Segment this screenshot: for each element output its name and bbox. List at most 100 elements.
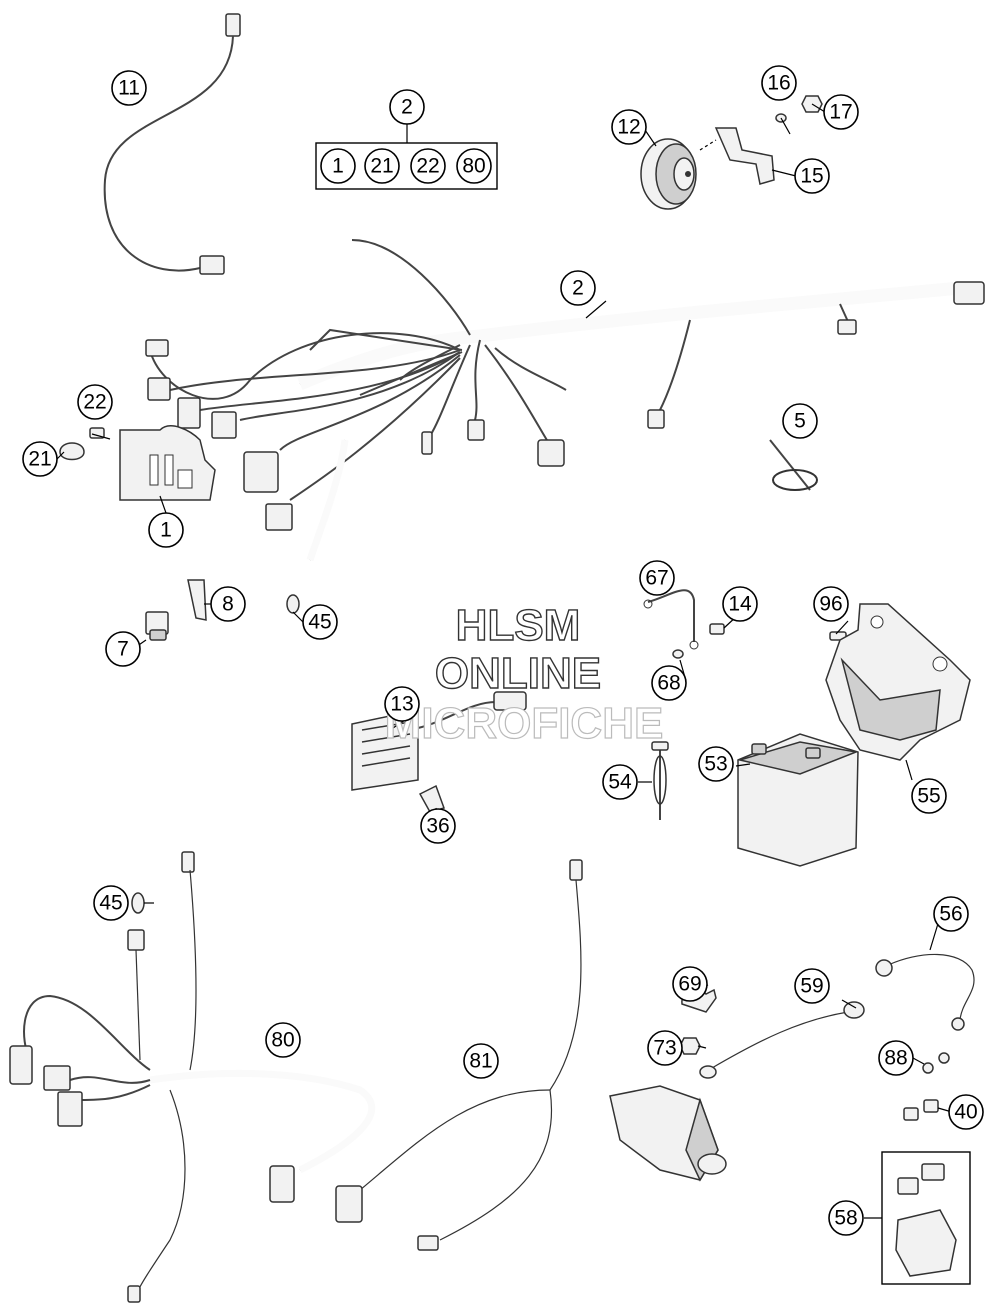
svg-text:5: 5 (794, 410, 806, 433)
svg-text:54: 54 (608, 771, 632, 794)
svg-text:53: 53 (704, 753, 727, 776)
callout-17: 17 (823, 94, 859, 130)
part-11-cable (103, 13, 241, 275)
svg-text:88: 88 (884, 1047, 907, 1070)
callout-96: 96 (813, 586, 849, 622)
callout-1: 1 (148, 512, 184, 548)
svg-text:45: 45 (308, 611, 331, 634)
callout-55: 55 (911, 778, 947, 814)
callout-13: 13 (384, 686, 420, 722)
callout-45-bottom: 45 (93, 885, 129, 921)
part-54-fuse (651, 741, 669, 820)
part-8-plate (187, 579, 207, 621)
part-22-screw (89, 427, 105, 439)
part-68-washer (672, 649, 684, 659)
part-40-fuses (903, 1099, 939, 1121)
svg-text:69: 69 (678, 973, 701, 996)
part-45-bulb-top (286, 594, 300, 614)
callout-81: 81 (463, 1043, 499, 1079)
part-36-bolt (418, 784, 445, 813)
svg-text:80: 80 (271, 1029, 294, 1052)
part-67-ground-cable (643, 589, 699, 650)
svg-text:13: 13 (390, 693, 413, 716)
part-53-battery (737, 733, 859, 867)
part-88-screws (922, 1052, 950, 1074)
svg-text:2: 2 (572, 277, 584, 300)
svg-text:16: 16 (767, 72, 790, 95)
callout-68: 68 (651, 665, 687, 701)
part-21-clip (59, 442, 85, 461)
svg-text:1: 1 (160, 519, 172, 542)
callout-80-box: 80 (456, 148, 492, 184)
callout-80: 80 (265, 1022, 301, 1058)
callout-8: 8 (210, 586, 246, 622)
callout-69: 69 (672, 966, 708, 1002)
callout-56: 56 (933, 896, 969, 932)
callout-45-top: 45 (302, 604, 338, 640)
svg-text:68: 68 (657, 672, 680, 695)
svg-text:17: 17 (829, 101, 852, 124)
callout-54: 54 (602, 764, 638, 800)
part-58-relay-box (864, 1151, 971, 1285)
callout-16: 16 (761, 65, 797, 101)
callout-1-box: 1 (320, 148, 356, 184)
svg-text:45: 45 (99, 892, 122, 915)
svg-text:58: 58 (834, 1207, 857, 1230)
svg-text:40: 40 (954, 1101, 977, 1124)
svg-text:8: 8 (222, 593, 234, 616)
part-12-horn (640, 138, 697, 210)
svg-text:80: 80 (462, 155, 485, 178)
svg-text:73: 73 (653, 1037, 676, 1060)
callout-15: 15 (794, 158, 830, 194)
svg-text:7: 7 (117, 638, 129, 661)
callout-2-harness: 2 (560, 270, 596, 306)
svg-text:22: 22 (416, 155, 439, 178)
part-55-battery-box (825, 603, 971, 761)
part-14-screw (709, 623, 725, 635)
callout-59: 59 (794, 968, 830, 1004)
svg-text:15: 15 (800, 165, 823, 188)
callout-58: 58 (828, 1200, 864, 1236)
callout-36: 36 (420, 808, 456, 844)
svg-text:12: 12 (617, 116, 640, 139)
callout-67: 67 (639, 560, 675, 596)
callout-40: 40 (948, 1094, 984, 1130)
part-56-cable (875, 953, 975, 1031)
watermark-line-2: ONLINE (435, 649, 601, 698)
part-5-cable-tie (769, 439, 818, 491)
callout-88: 88 (878, 1040, 914, 1076)
part-73-nut (679, 1037, 701, 1055)
callout-21: 21 (22, 441, 58, 477)
part-15-bracket (699, 127, 775, 185)
callout-7: 7 (105, 631, 141, 667)
part-80-harness (9, 851, 376, 1303)
watermark-line-1: HLSM (456, 601, 581, 650)
svg-text:1: 1 (332, 155, 344, 178)
svg-text:21: 21 (370, 155, 393, 178)
svg-text:11: 11 (118, 77, 140, 100)
part-2-main-harness (145, 239, 985, 562)
part-7-relay (145, 611, 169, 641)
starter-motor (609, 1085, 727, 1182)
svg-text:14: 14 (728, 593, 752, 616)
svg-text:56: 56 (939, 903, 962, 926)
svg-text:22: 22 (83, 391, 106, 414)
callout-53: 53 (698, 746, 734, 782)
part-81-harness (335, 859, 583, 1251)
part-1-bracket (119, 425, 216, 501)
svg-text:59: 59 (800, 975, 823, 998)
svg-text:81: 81 (469, 1050, 492, 1073)
svg-text:96: 96 (819, 593, 842, 616)
svg-text:2: 2 (401, 96, 413, 119)
callout-73: 73 (647, 1030, 683, 1066)
part-45-bulb-bottom (131, 892, 145, 914)
svg-text:21: 21 (28, 448, 51, 471)
callout-2-top: 2 (389, 89, 425, 125)
callout-14: 14 (722, 586, 758, 622)
callout-22: 22 (77, 384, 113, 420)
svg-text:67: 67 (645, 567, 668, 590)
callout-22-box: 22 (410, 148, 446, 184)
callout-11: 11 (111, 70, 147, 106)
callout-5: 5 (782, 403, 818, 439)
